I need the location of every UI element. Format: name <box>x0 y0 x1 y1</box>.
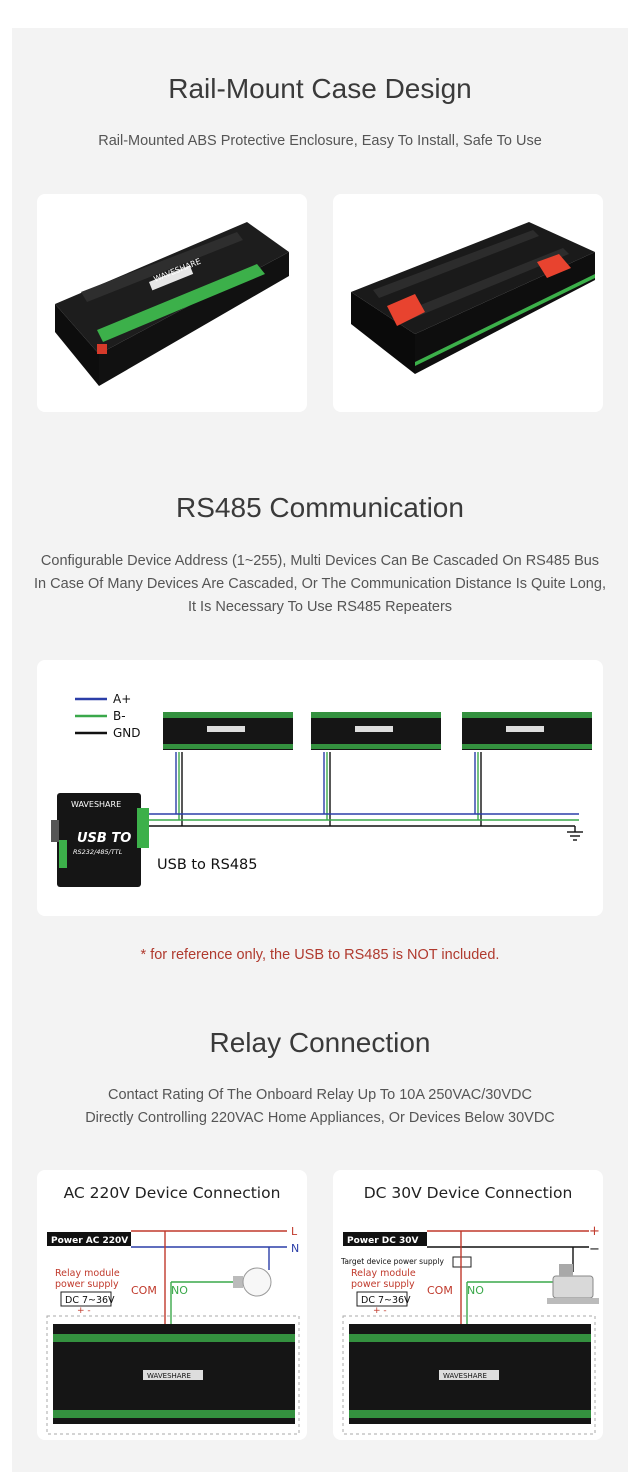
dc-connection-card: DC 30V Device Connection Power DC 30V + … <box>333 1170 603 1440</box>
valve-icon <box>547 1264 599 1304</box>
dc-target-label: Target device power supply <box>340 1257 444 1266</box>
rail-photo-back <box>333 194 603 412</box>
relay-module-2 <box>311 712 441 750</box>
rail-subtitle: Rail-Mounted ABS Protective Enclosure, E… <box>98 133 542 149</box>
ac-module-1: Relay module <box>55 1268 120 1279</box>
dc-no-label: NO <box>467 1284 484 1297</box>
dc-card-title: DC 30V Device Connection <box>363 1184 573 1202</box>
relay-line-2: Directly Controlling 220VAC Home Applian… <box>85 1110 555 1126</box>
rs485-line-2: In Case Of Many Devices Are Cascaded, Or… <box>34 576 606 592</box>
rail-title: Rail-Mount Case Design <box>168 73 472 104</box>
ac-connection-card: AC 220V Device Connection Power AC 220V … <box>37 1170 307 1440</box>
ac-l-label: L <box>291 1225 298 1238</box>
relay-module-1 <box>163 712 293 750</box>
rs485-line-3: It Is Necessary To Use RS485 Repeaters <box>187 599 453 615</box>
rs485-line-1: Configurable Device Address (1~255), Mul… <box>40 553 600 569</box>
dc-pm-label: + - <box>373 1306 387 1316</box>
converter-title: USB TO <box>77 831 131 846</box>
relay-module-3 <box>462 712 592 750</box>
legend-gnd: GND <box>113 726 141 740</box>
rail-photo-front: WAVESHARE <box>37 194 307 412</box>
rs485-title: RS485 Communication <box>176 492 464 523</box>
bulb-icon <box>233 1267 272 1297</box>
converter-sub: RS232/485/TTL <box>73 848 123 856</box>
dc-com-label: COM <box>427 1284 453 1297</box>
ac-card-title: AC 220V Device Connection <box>63 1184 281 1202</box>
dc-board-brand: WAVESHARE <box>443 1372 487 1380</box>
dc-dc-label: DC 7~36V <box>361 1295 411 1306</box>
rs485-diagram: A+ B- GND <box>37 660 603 916</box>
dc-power-label: Power DC 30V <box>347 1236 419 1246</box>
ac-dc-label: DC 7~36V <box>65 1295 115 1306</box>
converter-brand: WAVESHARE <box>71 800 121 809</box>
usb-to-rs485-converter: WAVESHARE USB TO RS232/485/TTL <box>51 793 149 887</box>
dc-relay-board: WAVESHARE <box>349 1324 591 1424</box>
dc-minus-label: − <box>589 1242 600 1257</box>
ac-power-label: Power AC 220V <box>51 1236 128 1246</box>
ac-no-label: NO <box>171 1284 188 1297</box>
relay-title: Relay Connection <box>209 1027 431 1058</box>
ac-com-label: COM <box>131 1284 157 1297</box>
relay-line-1: Contact Rating Of The Onboard Relay Up T… <box>108 1087 532 1103</box>
dc-plus-label: + <box>589 1224 600 1239</box>
ac-relay-board: WAVESHARE <box>53 1324 295 1424</box>
legend-b: B- <box>113 709 126 723</box>
ac-n-label: N <box>291 1242 299 1255</box>
rs485-note: * for reference only, the USB to RS485 i… <box>140 947 500 963</box>
usb-label: USB to RS485 <box>157 857 258 873</box>
ac-board-brand: WAVESHARE <box>147 1372 191 1380</box>
legend-a: A+ <box>113 692 131 706</box>
dc-module-2: power supply <box>351 1279 415 1290</box>
ac-pm-label: + - <box>77 1306 91 1316</box>
dc-module-1: Relay module <box>351 1268 416 1279</box>
ac-module-2: power supply <box>55 1279 119 1290</box>
